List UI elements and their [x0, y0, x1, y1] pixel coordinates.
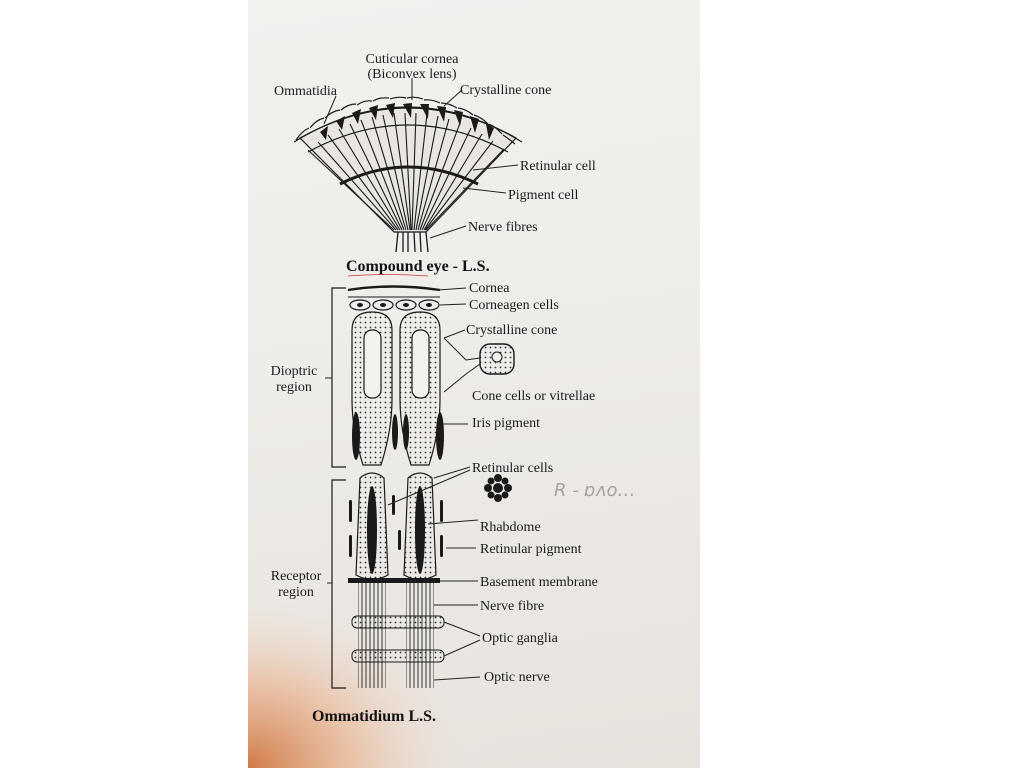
label-biconvex-lens: (Biconvex lens)	[367, 67, 456, 82]
label-dioptric-region-1: Dioptric	[271, 364, 318, 379]
label-retinular-cells: Retinular cells	[472, 461, 553, 476]
crystalline-cones	[320, 103, 494, 140]
label-cornea: Cornea	[469, 281, 510, 296]
label-optic-ganglia: Optic ganglia	[482, 631, 559, 646]
compound-eye-title: Compound eye - L.S.	[346, 258, 490, 275]
label-receptor-region-1: Receptor	[271, 569, 322, 584]
optic-ganglion-lower	[351, 649, 445, 663]
ommatidium-diagram: Cornea Corneagen cells Crystalline cone …	[271, 281, 598, 725]
label-cuticular-cornea: Cuticular cornea	[366, 52, 460, 67]
label-cone-cells: Cone cells or vitrellae	[472, 389, 595, 404]
label-basement-membrane: Basement membrane	[480, 575, 598, 590]
label-crystalline-cone: Crystalline cone	[466, 323, 557, 338]
pigment-band	[339, 165, 479, 186]
nerve-fibre-bundle	[395, 231, 429, 253]
label-rhabdome: Rhabdome	[480, 520, 541, 535]
ommatidia-rays	[307, 112, 505, 231]
rhabdome-inset	[484, 474, 512, 502]
cone-cell-inset	[479, 343, 515, 375]
crystalline-cone-left	[351, 311, 393, 466]
label-corneagen-cells: Corneagen cells	[469, 298, 559, 313]
nerve-fibres-left	[358, 583, 386, 688]
label-retinular-pigment: Retinular pigment	[480, 542, 582, 557]
label-crystalline-cone-top: Crystalline cone	[460, 83, 551, 98]
label-pigment-cell: Pigment cell	[508, 188, 578, 203]
corneal-lenses	[295, 96, 516, 145]
dioptric-bracket	[331, 287, 346, 468]
retinular-pigment	[349, 495, 443, 557]
label-receptor-region-2: region	[278, 585, 314, 600]
label-nerve-fibre: Nerve fibre	[480, 599, 544, 614]
label-nerve-fibres: Nerve fibres	[468, 220, 538, 235]
basement-membrane	[348, 578, 440, 583]
corneagen-cells	[349, 299, 440, 311]
title-underline-mark	[347, 274, 429, 277]
label-ommatidia: Ommatidia	[274, 84, 338, 99]
ommatidium-title: Ommatidium L.S.	[312, 708, 436, 725]
cornea-layer	[347, 285, 441, 292]
receptor-bracket	[331, 479, 346, 689]
nerve-fibres-right	[406, 583, 434, 688]
optic-ganglion-upper	[351, 615, 445, 629]
diagram-canvas: Cuticular cornea (Biconvex lens) Ommatid…	[248, 52, 636, 768]
label-retinular-cell: Retinular cell	[520, 159, 596, 174]
label-iris-pigment: Iris pigment	[472, 416, 540, 431]
label-optic-nerve: Optic nerve	[484, 670, 550, 685]
retinular-cells-right	[403, 472, 437, 581]
retinular-cells-left	[355, 472, 389, 581]
label-dioptric-region-2: region	[276, 380, 312, 395]
crystalline-cone-right	[399, 311, 441, 466]
pencil-annotation: R - ɒᴧo…	[554, 480, 636, 501]
compound-eye-diagram: Cuticular cornea (Biconvex lens) Ommatid…	[274, 52, 596, 277]
scanned-diagram-page: Cuticular cornea (Biconvex lens) Ommatid…	[248, 0, 700, 768]
